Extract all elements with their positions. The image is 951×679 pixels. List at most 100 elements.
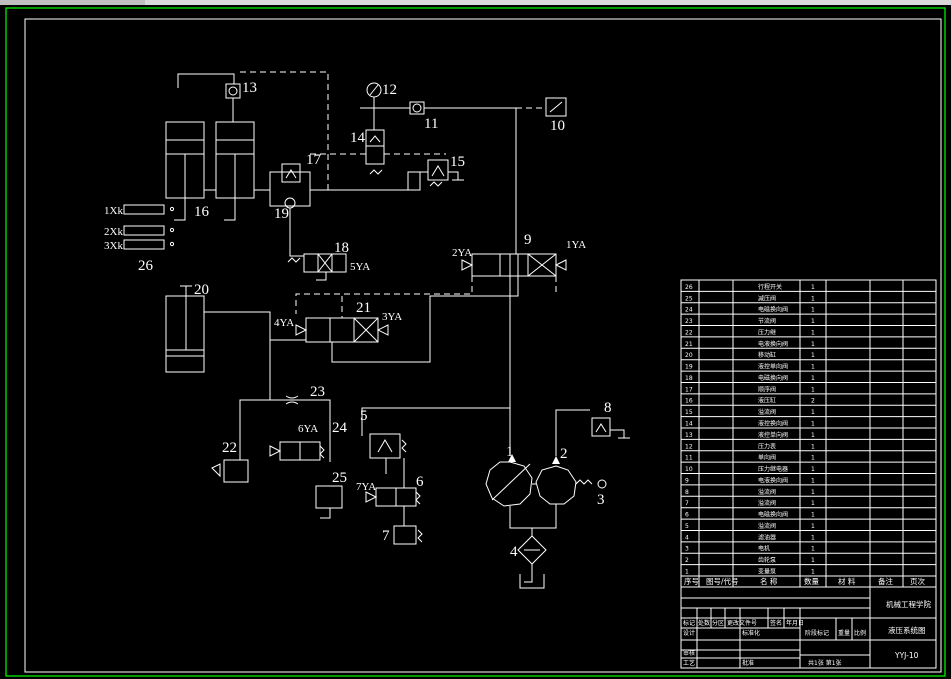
tb-scale: 比例	[854, 629, 866, 637]
spring-14	[369, 169, 383, 175]
parts-row-name: 齿轮泵	[758, 556, 776, 564]
tank-4	[519, 574, 545, 589]
parts-row-no: 10	[685, 466, 693, 473]
label-17: 17	[306, 152, 322, 168]
rod-right	[224, 154, 236, 221]
valve-17-arrow	[285, 169, 297, 179]
parts-row-qty: 1	[811, 489, 815, 496]
parts-row-qty: 1	[811, 432, 815, 439]
label-11: 11	[424, 116, 438, 132]
cylinder-20	[165, 285, 331, 462]
limit-switch-2	[123, 225, 165, 236]
title-strip-tab	[0, 0, 145, 5]
check-valve-13-body	[225, 83, 241, 99]
label-4: 4	[510, 544, 518, 560]
parts-row-no: 8	[685, 489, 689, 496]
check-valve-13-ball	[228, 86, 238, 96]
line-20-main	[204, 311, 271, 400]
parts-row-no: 19	[685, 364, 693, 371]
label-7: 7	[382, 528, 390, 544]
valve-6-left	[375, 487, 397, 507]
tank-18	[316, 272, 327, 281]
parts-row-qty: 1	[811, 386, 815, 393]
parts-row-name: 溢流阀	[758, 522, 776, 530]
line-5-main	[361, 407, 510, 436]
parts-row-name: 压力表	[758, 442, 776, 450]
valve-6-right	[395, 487, 417, 507]
parts-row-qty: 1	[811, 512, 815, 519]
parts-row-name: 电机	[758, 545, 770, 553]
valve-24-right	[299, 441, 321, 461]
parts-row-qty: 1	[811, 307, 815, 314]
tb-mark: 标记	[683, 619, 695, 627]
spring-7	[417, 529, 423, 543]
label-15: 15	[450, 154, 465, 170]
upper-right-valves	[360, 82, 567, 254]
parts-row-qty: 1	[811, 466, 815, 473]
parts-row-no: 22	[685, 329, 693, 336]
parts-row-name: 压力继	[758, 328, 776, 336]
parts-row-qty: 1	[811, 443, 815, 450]
parts-row-qty: 1	[811, 569, 815, 576]
parts-row-qty: 1	[811, 546, 815, 553]
valve-25	[315, 485, 343, 509]
parts-row-name: 移动缸	[758, 351, 776, 359]
line-17-right	[310, 172, 421, 191]
parts-row-qty: 1	[811, 364, 815, 371]
label-23: 23	[310, 384, 325, 400]
parts-row-name: 溢流阀	[758, 408, 776, 416]
parts-row-qty: 1	[811, 534, 815, 541]
label-2Xk: 2Xk	[104, 226, 123, 238]
valve-18-left	[303, 253, 319, 273]
line-9-21	[331, 276, 519, 363]
parts-row-no: 2	[685, 557, 689, 564]
parts-row-no: 5	[685, 523, 689, 530]
parts-row-no: 3	[685, 546, 689, 553]
label-6YA: 6YA	[298, 423, 318, 435]
header-page: 页次	[910, 576, 925, 586]
solenoid-valve-18	[287, 208, 347, 281]
parts-row-no: 11	[685, 455, 693, 462]
inner-frame	[24, 18, 942, 673]
pump-1	[485, 461, 533, 507]
tb-change: 更改文件号	[727, 619, 757, 627]
valve-17-pilot	[281, 163, 301, 183]
solenoid-7YA	[365, 491, 378, 503]
parts-row-no: 24	[685, 307, 693, 314]
cylinder-16-group	[165, 71, 329, 221]
line-to-24	[270, 399, 331, 462]
valve-18-right	[331, 253, 347, 273]
parts-row-no: 15	[685, 409, 693, 416]
header-qty: 数量	[804, 576, 819, 586]
title-block: 机械工程学院 液压系统图 YYJ-10 标记 处数 分区 更改文件号 签名 年月…	[680, 586, 937, 669]
label-4YA: 4YA	[274, 317, 294, 329]
parts-row-no: 4	[685, 534, 689, 541]
parts-row-no: 6	[685, 512, 689, 519]
pump-group	[485, 409, 630, 589]
label-13: 13	[242, 80, 257, 96]
parts-row-no: 13	[685, 432, 693, 439]
label-18: 18	[334, 240, 349, 256]
tb-sheets: 共1张 第1张	[808, 659, 842, 667]
valve-21	[270, 296, 389, 343]
line-to-22	[239, 399, 270, 460]
valve-9-center	[499, 253, 529, 277]
parts-row-qty: 2	[811, 398, 815, 405]
parts-row-no: 21	[685, 341, 693, 348]
parts-row-name: 电磁换向阀	[758, 374, 788, 382]
parts-row-name: 溢流阀	[758, 499, 776, 507]
valve-21-mid	[329, 317, 355, 343]
header-no: 序号	[684, 576, 699, 586]
label-8: 8	[604, 400, 612, 416]
label-24: 24	[332, 420, 348, 436]
tb-standard: 标准化	[742, 629, 760, 637]
tb-process: 工艺	[683, 659, 695, 667]
parts-row-no: 1	[685, 569, 689, 576]
parts-row-qty: 1	[811, 375, 815, 382]
spring-15	[429, 181, 443, 187]
outer-frame	[5, 7, 946, 677]
label-7YA: 7YA	[356, 481, 376, 493]
parts-row-name: 溢流阀	[758, 488, 776, 496]
parts-row-no: 16	[685, 398, 693, 405]
